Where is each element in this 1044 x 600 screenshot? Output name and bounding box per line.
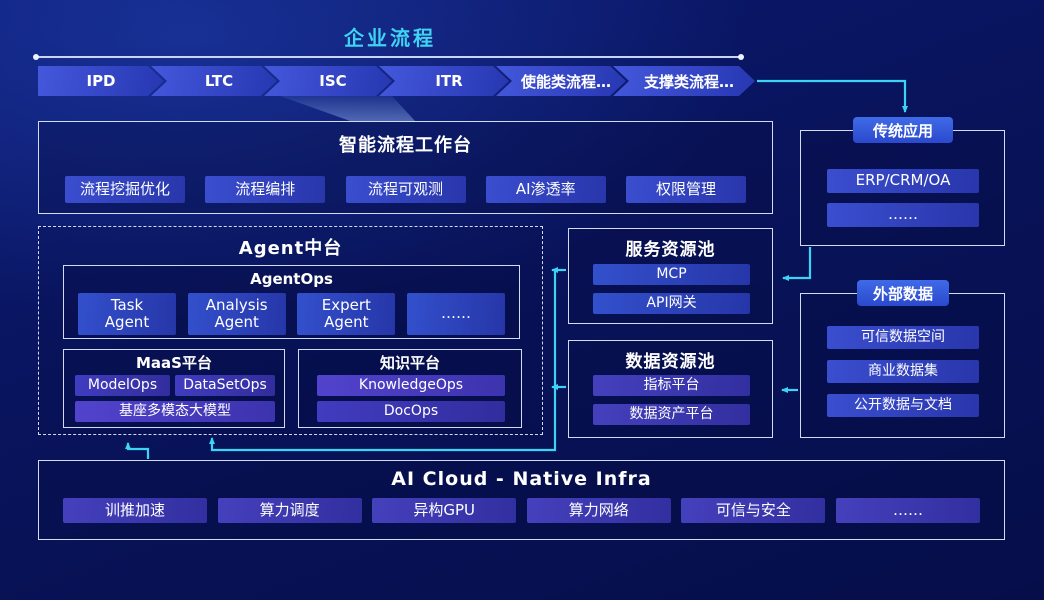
infra-item-compute-schedule: 算力调度 bbox=[217, 498, 362, 523]
arrow-infra-to-maas bbox=[125, 442, 150, 459]
knowledgeops-button: KnowledgeOps bbox=[317, 375, 505, 396]
mcp-button: MCP bbox=[593, 264, 750, 285]
workbench-item-orchestration: 流程编排 bbox=[205, 176, 326, 203]
service-pool-title: 服务资源池 bbox=[625, 240, 716, 260]
infra-item-compute-network: 算力网络 bbox=[526, 498, 671, 523]
page-title: 企业流程 bbox=[344, 26, 436, 50]
infra-panel: AI Cloud - Native Infra 训推加速 算力调度 异构GPU … bbox=[38, 460, 1005, 540]
infra-item-trusted-security: 可信与安全 bbox=[681, 498, 826, 523]
agentops-title: AgentOps bbox=[250, 270, 333, 288]
modelops-button: ModelOps bbox=[75, 375, 170, 396]
knowledge-title: 知识平台 bbox=[379, 354, 440, 372]
process-step-itr: ITR bbox=[379, 66, 509, 96]
workbench-panel: 智能流程工作台 流程挖掘优化 流程编排 流程可观测 AI渗透率 权限管理 bbox=[38, 121, 773, 214]
service-pool-panel: 服务资源池 MCP API网关 bbox=[568, 228, 773, 324]
expert-agent-button: Expert Agent bbox=[297, 293, 396, 335]
funnel-connector bbox=[280, 96, 415, 121]
trusted-data-space-button: 可信数据空间 bbox=[827, 326, 979, 349]
workbench-item-observability: 流程可观测 bbox=[345, 176, 466, 203]
process-step-ipd: IPD bbox=[38, 66, 164, 96]
legacy-more-button: …… bbox=[827, 203, 979, 227]
infra-item-more: …… bbox=[835, 498, 980, 523]
data-pool-panel: 数据资源池 指标平台 数据资产平台 bbox=[568, 340, 773, 438]
legacy-apps-panel: ERP/CRM/OA …… bbox=[800, 130, 1005, 246]
agentops-panel: AgentOps Task Agent Analysis Agent Exper… bbox=[63, 265, 520, 339]
maas-title: MaaS平台 bbox=[136, 354, 212, 372]
line-dot-right bbox=[738, 54, 744, 60]
base-model-button: 基座多模态大模型 bbox=[75, 401, 275, 422]
external-data-panel: 可信数据空间 商业数据集 公开数据与文档 bbox=[800, 293, 1005, 438]
line-dot-left bbox=[33, 54, 39, 60]
agent-platform-title: Agent中台 bbox=[238, 238, 343, 259]
docops-button: DocOps bbox=[317, 401, 505, 422]
workbench-item-ai-penetration: AI渗透率 bbox=[485, 176, 606, 203]
data-pool-title: 数据资源池 bbox=[625, 352, 716, 372]
more-agents-button: …… bbox=[406, 293, 505, 335]
infra-item-hetero-gpu: 异构GPU bbox=[372, 498, 517, 523]
legacy-apps-badge: 传统应用 bbox=[853, 117, 953, 143]
workbench-title: 智能流程工作台 bbox=[339, 135, 472, 156]
arrow-legacy-to-service-pool bbox=[782, 247, 812, 281]
workbench-item-permissions: 权限管理 bbox=[626, 176, 746, 203]
infra-title: AI Cloud - Native Infra bbox=[391, 468, 652, 490]
data-asset-platform-button: 数据资产平台 bbox=[593, 404, 750, 425]
process-step-supporting: 支撑类流程… bbox=[613, 66, 755, 96]
arrow-chain-to-legacy bbox=[757, 79, 908, 113]
commercial-dataset-button: 商业数据集 bbox=[827, 360, 979, 383]
external-data-badge: 外部数据 bbox=[857, 280, 949, 306]
api-gateway-button: API网关 bbox=[593, 293, 750, 314]
header-line bbox=[36, 56, 741, 58]
process-step-enabling: 使能类流程… bbox=[496, 66, 626, 96]
knowledge-panel: 知识平台 KnowledgeOps DocOps bbox=[298, 349, 522, 428]
analysis-agent-button: Analysis Agent bbox=[187, 293, 286, 335]
process-step-ltc: LTC bbox=[151, 66, 277, 96]
task-agent-button: Task Agent bbox=[78, 293, 176, 335]
agent-platform-panel: Agent中台 AgentOps Task Agent Analysis Age… bbox=[38, 226, 543, 435]
process-step-isc: ISC bbox=[264, 66, 392, 96]
maas-panel: MaaS平台 ModelOps DataSetOps 基座多模态大模型 bbox=[63, 349, 285, 428]
infra-item-training-accel: 训推加速 bbox=[63, 498, 207, 523]
erp-crm-oa-button: ERP/CRM/OA bbox=[827, 169, 979, 193]
public-data-docs-button: 公开数据与文档 bbox=[827, 394, 979, 417]
workbench-item-process-mining: 流程挖掘优化 bbox=[65, 176, 185, 203]
metrics-platform-button: 指标平台 bbox=[593, 375, 750, 396]
datasetops-button: DataSetOps bbox=[175, 375, 275, 396]
